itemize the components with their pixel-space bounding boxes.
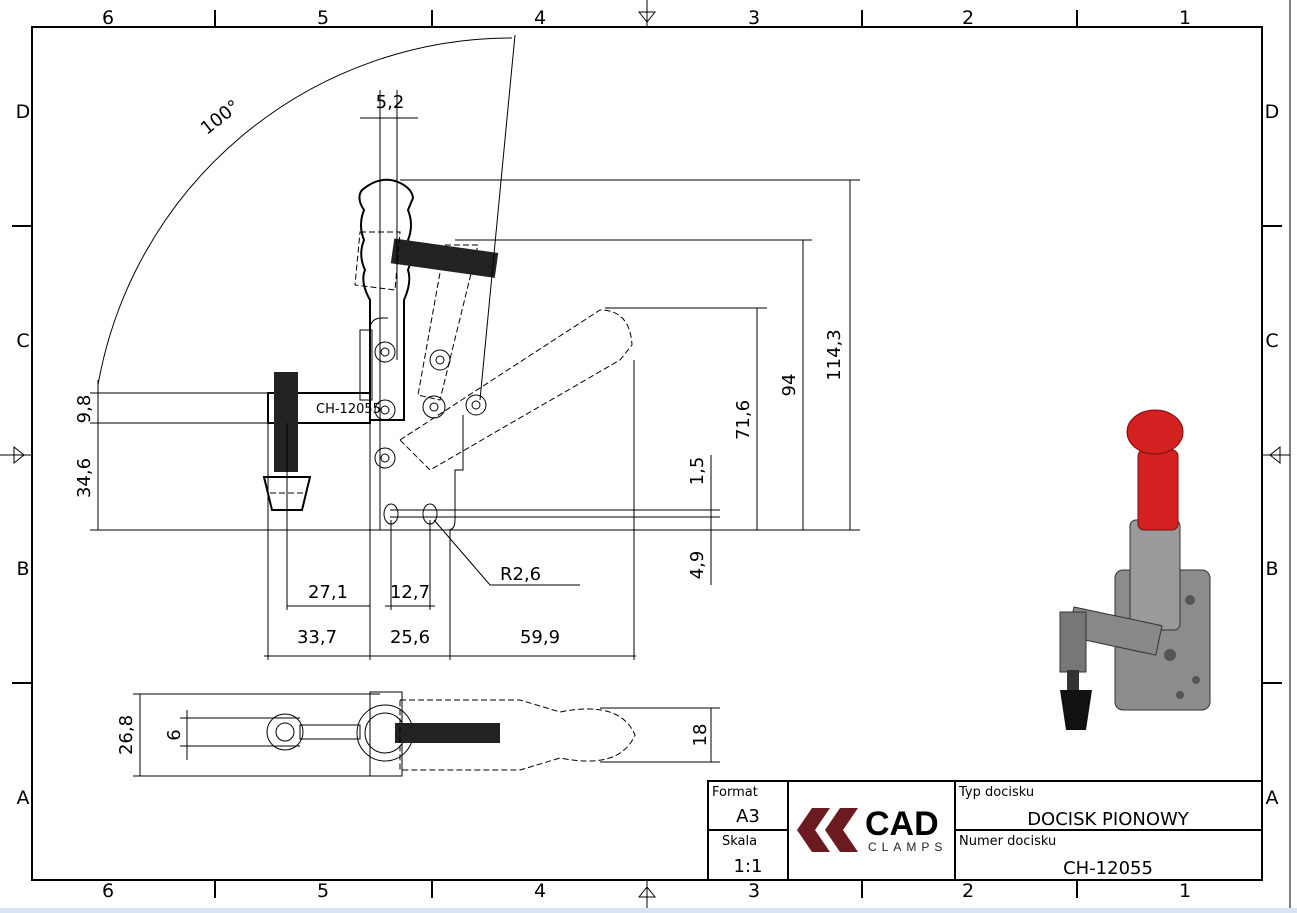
svg-text:R2,6: R2,6 [500,564,541,585]
svg-text:27,1: 27,1 [308,582,348,603]
svg-text:4,9: 4,9 [687,551,708,580]
svg-text:6: 6 [102,880,114,902]
svg-text:1:1: 1:1 [734,856,763,877]
svg-text:5: 5 [317,880,329,902]
svg-text:C: C [1265,330,1278,352]
front-view: CH-12055 [262,178,633,531]
svg-text:Format: Format [712,785,758,800]
svg-text:1,5: 1,5 [687,457,708,486]
handle-vertical [358,178,415,421]
base-bracket [369,317,464,531]
svg-text:5: 5 [317,7,329,29]
svg-text:18: 18 [690,724,711,747]
svg-text:94: 94 [779,374,800,397]
svg-text:59,9: 59,9 [520,627,560,648]
svg-text:CLAMPS: CLAMPS [868,840,947,854]
svg-text:B: B [16,558,29,580]
isometric-render [1059,409,1211,730]
spindle-tip [262,476,312,511]
svg-text:26,8: 26,8 [116,715,137,755]
spindle-bolt [274,372,298,472]
svg-text:C: C [16,330,29,352]
spindle-arm [267,392,371,424]
zone-labels-left: D C B A [16,101,31,809]
svg-text:Skala: Skala [722,834,757,849]
svg-text:3: 3 [748,7,760,29]
svg-text:25,6: 25,6 [390,627,430,648]
svg-text:114,3: 114,3 [824,329,845,381]
svg-text:3: 3 [748,880,760,902]
svg-text:A: A [1266,787,1279,809]
svg-text:Typ docisku: Typ docisku [958,785,1034,800]
svg-text:A: A [17,787,30,809]
svg-text:A3: A3 [736,806,760,827]
svg-text:34,6: 34,6 [74,458,95,498]
svg-text:B: B [1265,558,1278,580]
top-view [133,691,720,777]
zone-ticks [12,10,1282,898]
dimension-lines [90,34,860,660]
svg-text:1: 1 [1179,880,1191,902]
svg-text:2: 2 [962,880,974,902]
svg-text:D: D [1265,101,1280,123]
svg-text:CAD: CAD [865,805,939,843]
zone-labels-bottom: 6 5 4 3 2 1 [102,880,1191,902]
svg-text:6: 6 [164,729,185,740]
zone-labels-top: 6 5 4 3 2 1 [102,7,1191,29]
drawing-frame [31,26,1263,881]
window-bottom-bar [0,908,1297,913]
svg-text:4: 4 [534,880,546,902]
svg-text:DOCISK PIONOWY: DOCISK PIONOWY [1027,809,1190,830]
title-block: Format A3 Skala 1:1 Typ docisku DOCISK P… [707,780,1263,881]
dimension-texts: 100° 5,2 114,3 94 71,6 9,8 34,6 1,5 4,9 … [74,92,845,755]
cad-clamps-logo: CAD CLAMPS [797,805,947,854]
svg-text:CH-12055: CH-12055 [1063,858,1153,879]
svg-text:33,7: 33,7 [297,627,337,648]
zone-labels-right: D C B A [1265,101,1280,809]
svg-text:5,2: 5,2 [376,92,405,113]
svg-text:9,8: 9,8 [74,395,95,424]
svg-text:D: D [16,101,31,123]
svg-text:71,6: 71,6 [733,400,754,440]
svg-text:1: 1 [1179,7,1191,29]
svg-text:CH-12055: CH-12055 [316,402,381,417]
svg-text:Numer docisku: Numer docisku [959,834,1056,849]
svg-text:12,7: 12,7 [390,582,430,603]
svg-text:6: 6 [102,7,114,29]
svg-text:2: 2 [962,7,974,29]
svg-text:4: 4 [534,7,546,29]
svg-text:100°: 100° [197,96,244,139]
